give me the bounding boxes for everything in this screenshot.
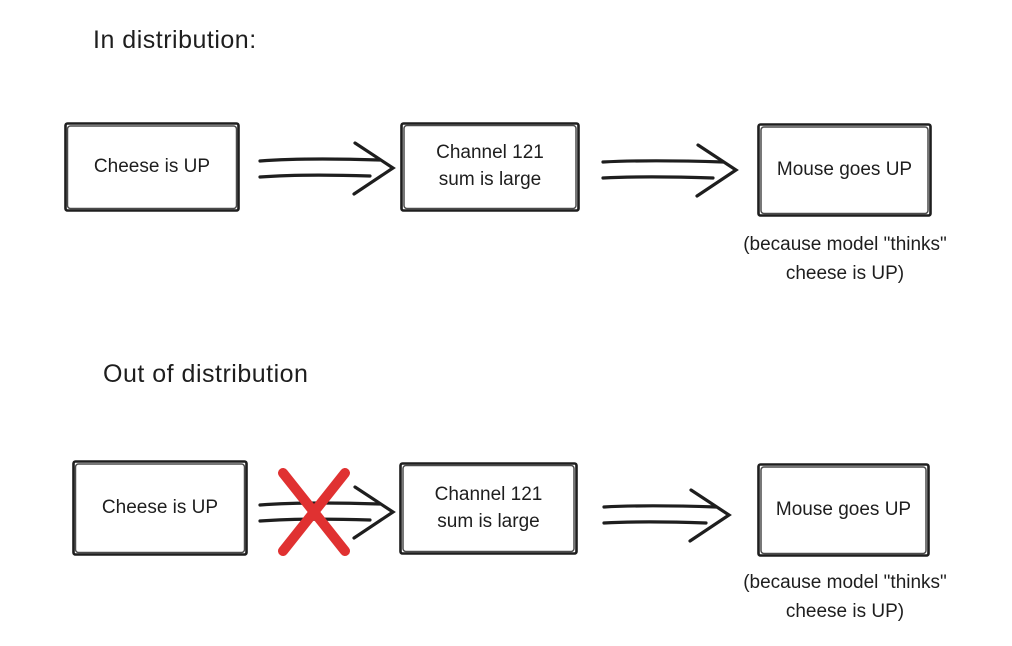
- box-cheese-is-up: Cheese is UP: [71, 459, 249, 557]
- box-mouse-goes-up: Mouse goes UP: [756, 122, 933, 218]
- box-label: Cheese is UP: [93, 155, 211, 177]
- box-border: [399, 462, 578, 555]
- box-cheese-is-up: Cheese is UP: [63, 121, 241, 213]
- arrow-icon: [601, 143, 739, 198]
- box-mouse-goes-up: Mouse goes UP: [756, 462, 931, 558]
- red-cross-icon: [278, 468, 350, 556]
- box-label: Channel 121 sum is large: [434, 483, 543, 532]
- box-label: Channel 121 sum is large: [436, 142, 544, 190]
- box-border: [64, 122, 240, 212]
- box-label: Mouse goes UP: [776, 158, 913, 180]
- box-label: Mouse goes UP: [775, 498, 912, 520]
- box-channel-121: Channel 121 sum is large: [399, 121, 581, 213]
- box-border: [72, 460, 248, 556]
- arrow-icon: [258, 141, 396, 196]
- box-border: [757, 123, 932, 217]
- box-border: [400, 122, 580, 212]
- section-title-in-distribution: In distribution:: [93, 26, 257, 54]
- box-channel-121: Channel 121 sum is large: [398, 461, 579, 556]
- box-border: [757, 463, 930, 557]
- arrow-icon: [602, 488, 732, 543]
- section-title-out-of-distribution: Out of distribution: [103, 360, 309, 388]
- box-label: Cheese is UP: [101, 496, 219, 518]
- caption-because-model-thinks: (because model "thinks" cheese is UP): [743, 234, 947, 285]
- caption-because-model-thinks: (because model "thinks" cheese is UP): [743, 572, 947, 623]
